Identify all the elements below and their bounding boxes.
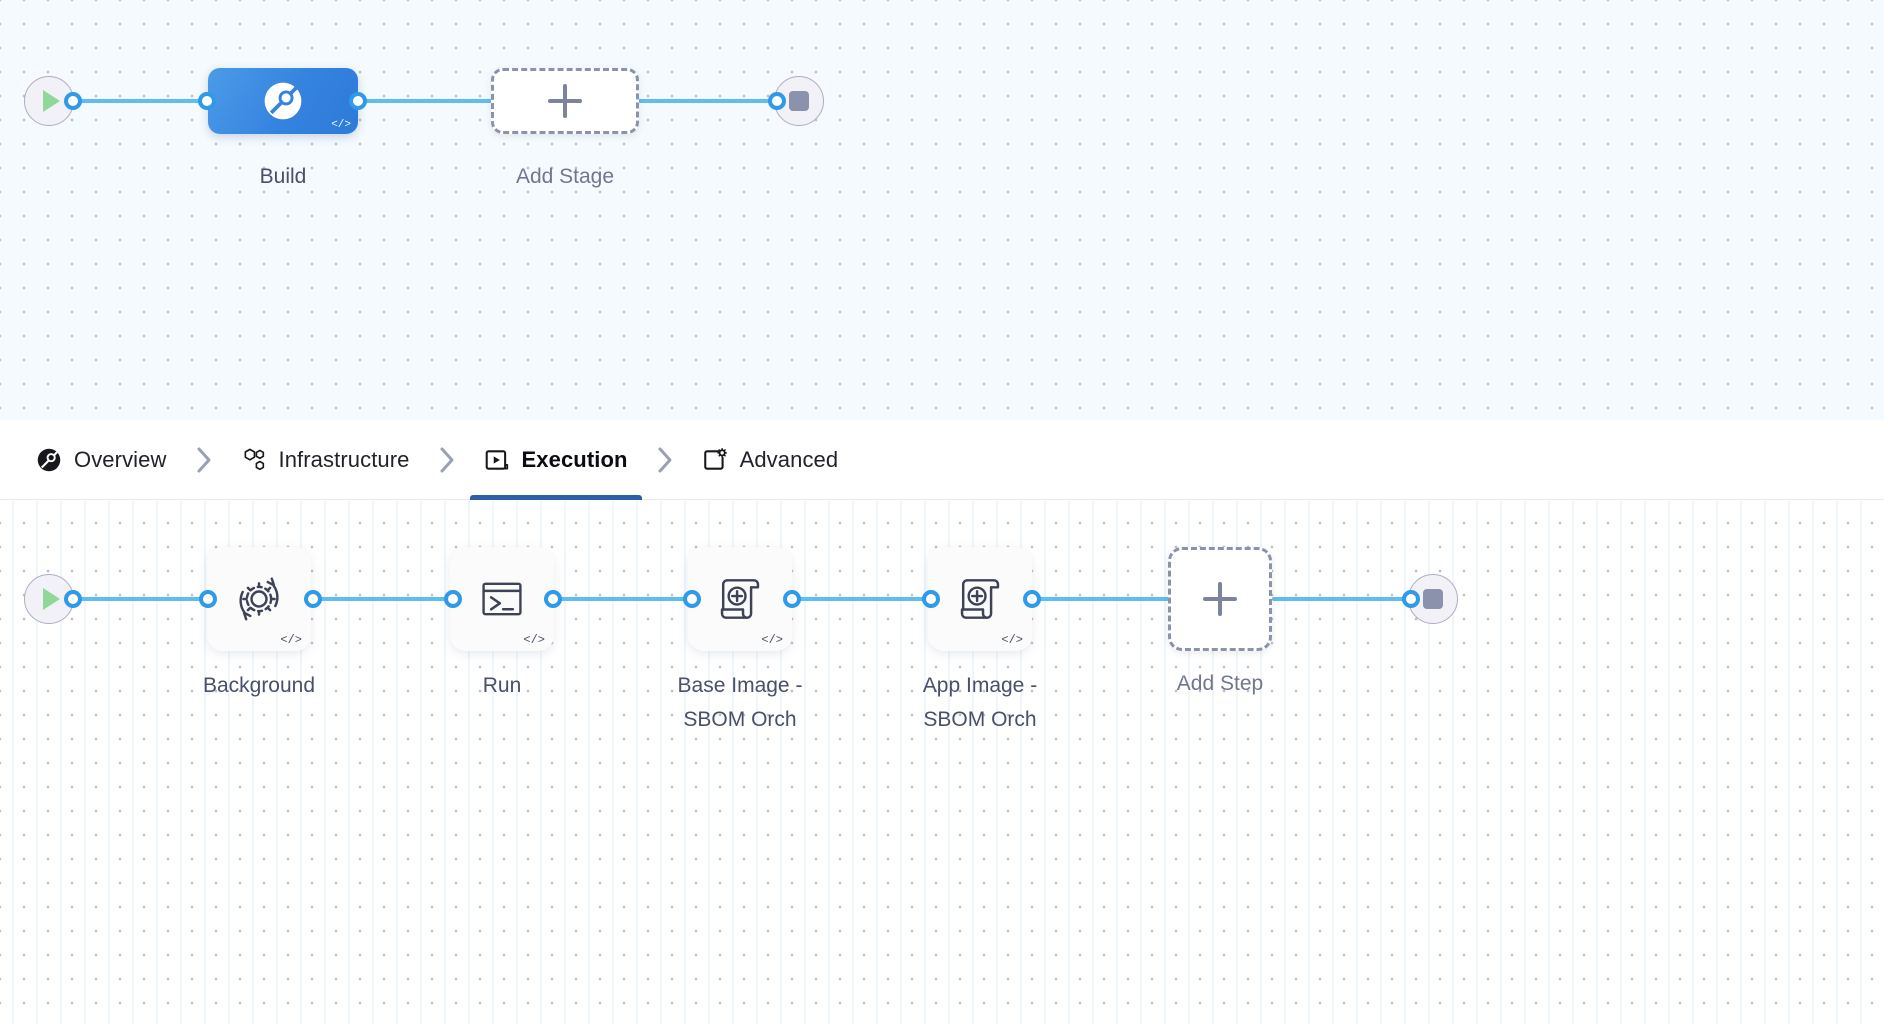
add-step-label: Add Step [1176,672,1264,695]
plus-icon [548,84,582,118]
step-node-base-image-sbom[interactable]: </> [688,547,792,651]
play-box-icon [485,449,508,470]
pipeline-stage-canvas[interactable]: </> Build Add Stage [0,0,1884,420]
step-connector-run-to-baseimage [552,597,694,601]
tab-infrastructure-label: Infrastructure [278,446,410,472]
step-node-app-image-sbom[interactable]: </> [928,547,1032,651]
stage-connector-start-to-build [74,99,214,103]
play-icon [43,588,60,610]
background-step-input-dot[interactable] [199,590,217,608]
step-code-badge: </> [761,633,783,647]
tab-execution[interactable]: Execution [469,420,642,500]
step-node-base-image-sbom-label: Base Image - SBOM Orch [677,674,803,732]
stage-node-build[interactable]: </> [208,68,358,134]
step-node-background-label: Background [202,674,316,697]
harness-ci-logo-icon [37,448,61,471]
add-step-node[interactable] [1168,547,1272,651]
app-image-sbom-step-input-dot[interactable] [922,590,940,608]
step-node-run[interactable]: </> [450,547,554,651]
card-gear-icon [703,447,727,470]
tab-overview[interactable]: Overview [22,420,181,500]
step-node-run-label: Run [482,674,522,697]
add-stage-node[interactable] [491,68,639,134]
app-image-sbom-step-output-dot[interactable] [1023,590,1041,608]
run-step-input-dot[interactable] [444,590,462,608]
play-icon [43,90,60,112]
terminal-icon [482,582,522,616]
step-end-connector-dot[interactable] [1402,590,1420,608]
stage-config-tabs: Overview Infrastructure [0,420,1884,500]
stage-node-build-label: Build [259,165,307,188]
step-connector-start-to-background [74,597,214,601]
stage-start-connector-dot[interactable] [64,92,82,110]
stop-icon [1423,589,1443,609]
build-stage-input-dot[interactable] [198,92,216,110]
tab-advanced[interactable]: Advanced [688,420,853,500]
scroll-plus-icon [720,579,760,619]
stage-connector-build-to-add [355,99,505,103]
tab-execution-label: Execution [521,446,628,472]
gear-refresh-icon [239,577,279,621]
tab-separator-1 [181,444,227,476]
step-connector-background-to-run [312,597,454,601]
step-code-badge: </> [280,633,302,647]
tab-advanced-label: Advanced [739,446,839,472]
tab-separator-3 [642,444,688,476]
chevron-right-icon [440,447,454,472]
tab-infrastructure[interactable]: Infrastructure [227,420,424,500]
step-node-app-image-sbom-label: App Image - SBOM Orch [922,674,1038,732]
step-connector-appimage-to-addstep [1031,597,1173,601]
chevron-right-icon [197,447,210,472]
step-code-badge: </> [1001,633,1023,647]
stage-end-node[interactable] [774,76,824,126]
base-image-sbom-step-output-dot[interactable] [783,590,801,608]
stop-icon [789,91,809,111]
tab-overview-label: Overview [74,446,167,472]
stage-connector-add-to-end [638,99,788,103]
harness-ci-logo-icon [264,82,302,120]
step-start-connector-dot[interactable] [64,590,82,608]
scroll-plus-icon [960,579,1000,619]
stage-end-connector-dot[interactable] [768,92,786,110]
step-code-badge: </> [523,633,545,647]
background-step-output-dot[interactable] [304,590,322,608]
stage-code-badge: </> [331,119,351,131]
hexagon-cluster-icon [244,448,264,470]
step-node-background[interactable]: </> [207,547,311,651]
add-stage-label: Add Stage [515,165,615,188]
build-stage-output-dot[interactable] [349,92,367,110]
run-step-output-dot[interactable] [544,590,562,608]
plus-icon [1203,582,1237,616]
step-connector-addstep-to-end [1272,597,1420,601]
chevron-right-icon [658,447,672,472]
base-image-sbom-step-input-dot[interactable] [683,590,701,608]
pipeline-steps-canvas[interactable]: </> Background </> Run [0,501,1884,1024]
tab-separator-2 [424,444,470,476]
step-connector-baseimage-to-appimage [791,597,933,601]
